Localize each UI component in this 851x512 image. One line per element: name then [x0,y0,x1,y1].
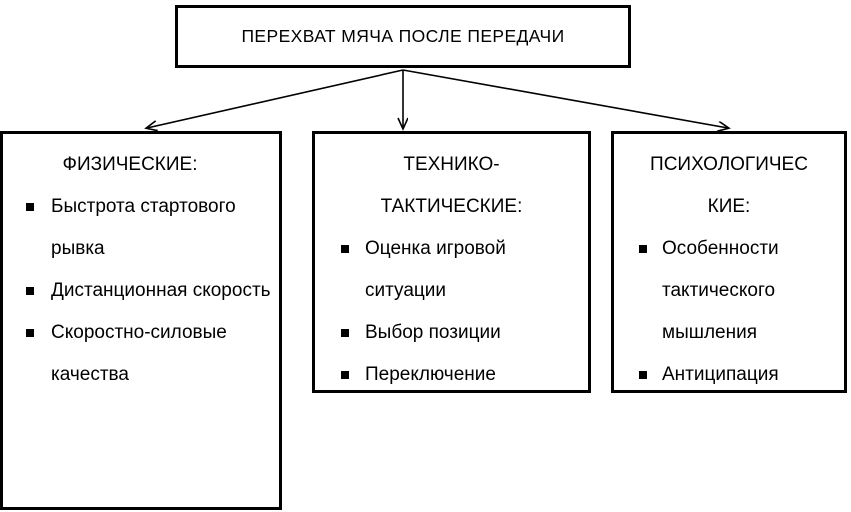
branch-psychological-list: Особенности тактического мышления Антици… [620,228,838,396]
branch-technical-content: ТЕХНИКО- ТАКТИЧЕСКИЕ: Оценка игровой сит… [315,134,588,396]
branch-psychological-heading: ПСИХОЛОГИЧЕС КИЕ: [650,154,808,217]
list-item-label: Скоростно-силовые качества [51,322,227,385]
root-node-label: ПЕРЕХВАТ МЯЧА ПОСЛЕ ПЕРЕДАЧИ [241,26,565,46]
list-item-label: Выбор позиции [365,322,501,343]
list-item-label: Оценка игровой ситуации [365,238,506,301]
arrow-to-psychological [402,69,728,128]
list-item-label: Особенности тактического мышления [662,238,779,343]
branch-physical-list: Быстрота стартового рывка Дистанционная … [9,186,273,396]
arrow-to-physical [147,69,404,128]
root-node-box: ПЕРЕХВАТ МЯЧА ПОСЛЕ ПЕРЕДАЧИ [175,5,631,68]
list-item-label: Антиципация [662,364,779,385]
bullet-square-icon [639,245,647,253]
bullet-square-icon [26,287,34,295]
bullet-square-icon [341,371,349,379]
bullet-square-icon [639,371,647,379]
list-item: Антиципация [620,354,838,396]
list-item: Переключение [321,354,582,396]
list-item: Оценка игровой ситуации [321,228,582,312]
bullet-square-icon [26,329,34,337]
branch-physical-content: ФИЗИЧЕСКИЕ: Быстрота стартового рывка Ди… [3,134,279,396]
bullet-square-icon [26,203,34,211]
branch-box-psychological: ПСИХОЛОГИЧЕС КИЕ: Особенности тактическо… [611,131,847,393]
list-item: Быстрота стартового рывка [9,186,273,270]
branch-psychological-content: ПСИХОЛОГИЧЕС КИЕ: Особенности тактическо… [614,134,844,396]
branch-technical-heading: ТЕХНИКО- ТАКТИЧЕСКИЕ: [380,154,523,217]
list-item: Дистанционная скорость [9,270,273,312]
branch-physical-heading: ФИЗИЧЕСКИЕ: [62,154,198,175]
list-item-label: Быстрота стартового рывка [51,196,236,259]
list-item-label: Дистанционная скорость [51,280,271,301]
branch-box-physical: ФИЗИЧЕСКИЕ: Быстрота стартового рывка Ди… [0,131,282,510]
branch-box-technical: ТЕХНИКО- ТАКТИЧЕСКИЕ: Оценка игровой сит… [312,131,591,393]
list-item: Выбор позиции [321,312,582,354]
list-item-label: Переключение [365,364,496,385]
bullet-square-icon [341,245,349,253]
bullet-square-icon [341,329,349,337]
branch-technical-list: Оценка игровой ситуации Выбор позиции Пе… [321,228,582,396]
list-item: Особенности тактического мышления [620,228,838,354]
list-item: Скоростно-силовые качества [9,312,273,396]
